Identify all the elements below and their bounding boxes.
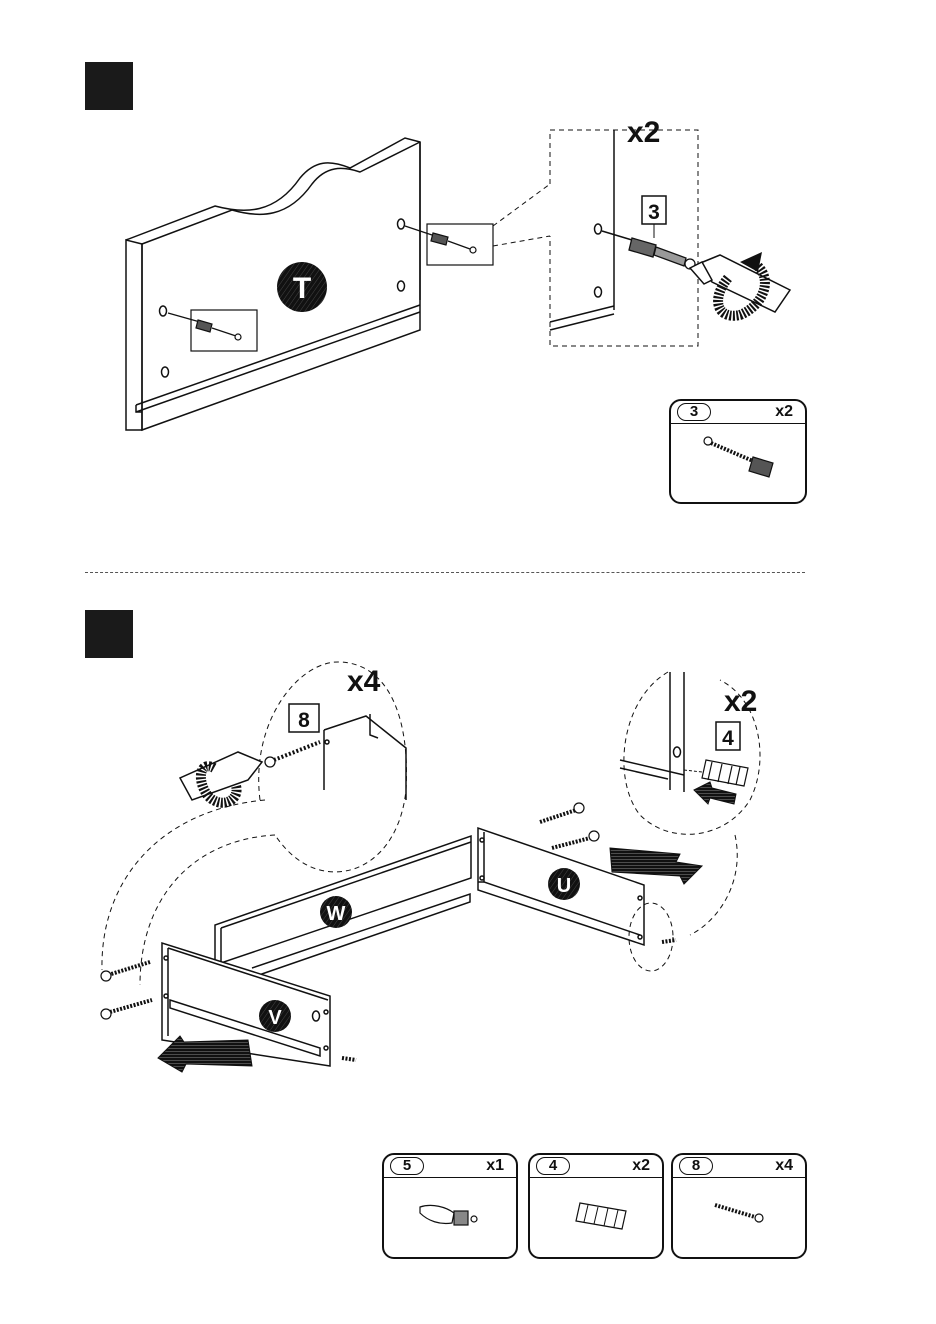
detail-box-right	[427, 224, 493, 265]
hardware-qty: x1	[486, 1157, 504, 1175]
hardware-id: 4	[536, 1157, 570, 1175]
screwdriver-left-icon	[180, 752, 262, 800]
hardware-card-4: 4 x2	[528, 1153, 664, 1259]
panel-t	[126, 138, 420, 430]
panel-v-label: V	[268, 1007, 282, 1029]
hardware-id: 5	[390, 1157, 424, 1175]
hardware-card-3: 3 x2	[669, 399, 807, 504]
cam-bolt-large-icon	[629, 238, 695, 269]
hardware-qty: x2	[775, 403, 793, 421]
screw-zoom-icon	[265, 742, 320, 767]
screw-icon	[673, 1179, 805, 1255]
panel-u-label: U	[557, 875, 571, 897]
cam-bolt-icon	[671, 425, 805, 501]
hardware-id: 8	[679, 1157, 713, 1175]
step2-multiplier-dowels: x2	[724, 685, 757, 718]
step2-multiplier-screws: x4	[347, 665, 381, 698]
panel-t-label: T	[293, 272, 311, 305]
hardware-qty: x4	[775, 1157, 793, 1175]
hardware-qty: x2	[632, 1157, 650, 1175]
part-8-callout: 8	[298, 709, 310, 732]
cam-bolt-icon	[384, 1179, 516, 1255]
step1-multiplier: x2	[627, 116, 660, 149]
screwdriver-icon	[690, 255, 790, 312]
hardware-card-8: 8 x4	[671, 1153, 807, 1259]
hardware-id: 3	[677, 403, 711, 421]
insert-arrow-icon	[694, 782, 736, 804]
hardware-card-5: 5 x1	[382, 1153, 518, 1259]
part-3-callout: 3	[648, 201, 660, 224]
panel-w-label: W	[327, 903, 346, 925]
detail-box-left	[191, 310, 257, 351]
part-4-callout: 4	[722, 727, 734, 750]
wood-dowel-icon	[530, 1179, 662, 1255]
